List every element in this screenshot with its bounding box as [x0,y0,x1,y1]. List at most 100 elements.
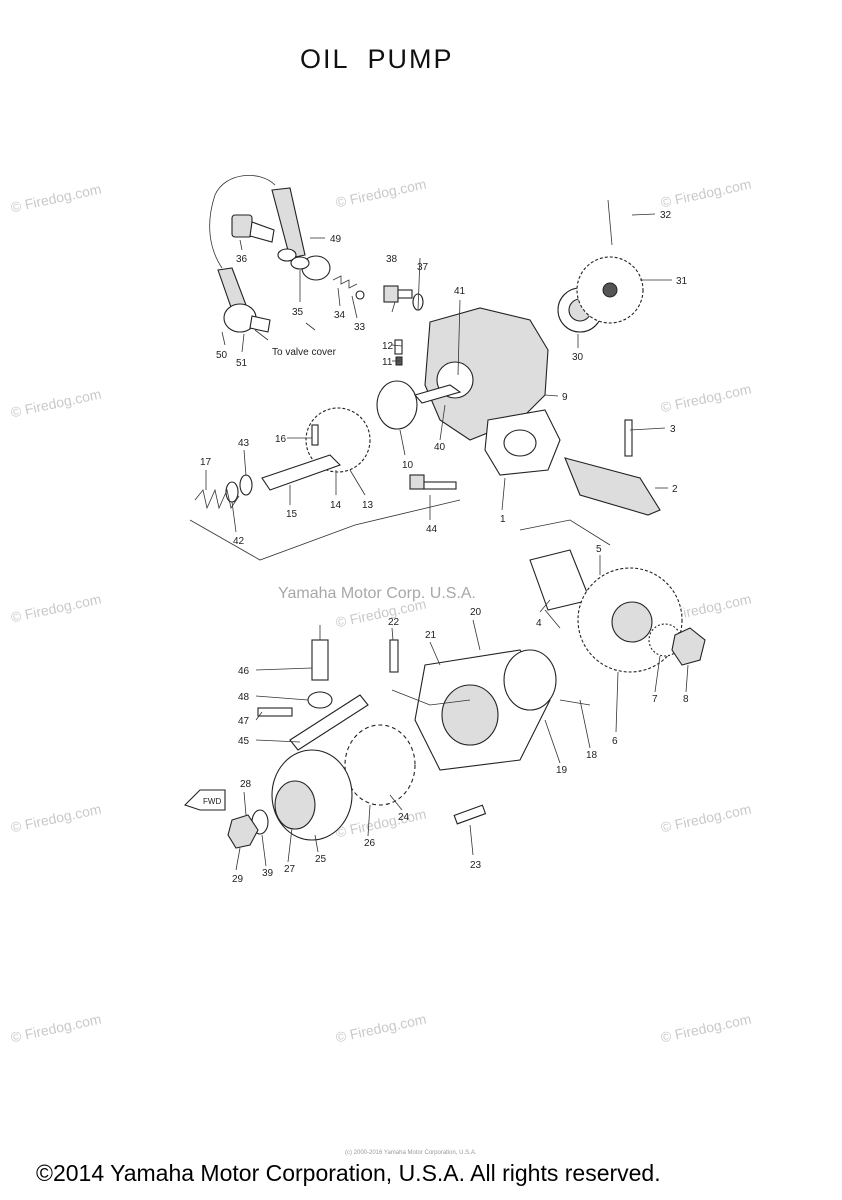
callout-31: 31 [676,276,688,287]
callout-26: 26 [364,838,376,849]
lever-45 [289,694,369,751]
bolt-44-shank [423,481,457,490]
nut-29 [227,814,259,849]
callout-37: 37 [417,262,429,273]
callout-25: 25 [315,854,327,865]
bolt-44 [409,474,425,490]
callout-21: 21 [425,630,437,641]
bolt-23 [453,804,487,825]
callout-14: 14 [330,500,342,511]
callout-17: 17 [200,457,212,468]
bolt-38-shank [397,289,413,299]
callout-49: 49 [330,234,342,245]
bracket-upper [189,499,461,561]
pin-12 [394,339,403,355]
callout-8: 8 [683,694,689,705]
spring-17 [194,488,240,510]
callout-7: 7 [652,694,658,705]
housing-21-boss [441,684,499,746]
callout-34: 34 [334,310,346,321]
callout-4: 4 [536,618,542,629]
shaft-40 [414,384,462,404]
gear-13 [305,407,371,473]
pin-16 [311,424,319,446]
ball-33 [355,290,365,300]
tiny-credit: (c) 2000-2016 Yamaha Motor Corporation, … [345,1150,477,1156]
pin-32 [607,199,613,246]
seal-20 [503,649,557,711]
pin-22 [389,639,399,673]
washer-35a [277,248,297,262]
callout-42: 42 [233,536,245,547]
callout-50: 50 [216,350,228,361]
callout-47: 47 [238,716,250,727]
valve-cover-annotation: To valve cover [272,347,337,358]
callout-labels: 1 2 3 4 5 6 7 8 9 10 11 12 13 14 15 16 1… [200,210,689,885]
callout-24: 24 [398,812,410,823]
cover-1-bore [503,429,537,457]
callout-32: 32 [660,210,672,221]
callout-16: 16 [275,434,287,445]
callout-27: 27 [284,864,296,875]
callout-41: 41 [454,286,466,297]
callout-3: 3 [670,424,676,435]
rotor-10 [376,380,418,430]
callout-1: 1 [500,514,506,525]
fitting-thread-51 [249,315,271,333]
bolt-38 [383,285,399,303]
callout-30: 30 [572,352,584,363]
copyright-footer: ©2014 Yamaha Motor Corporation, U.S.A. A… [36,1160,661,1186]
page-title: OIL PUMP [300,44,454,74]
callout-38: 38 [386,254,398,265]
union-bolt-head-36 [231,214,253,238]
exploded-parts-diagram: FWD To valve cover 1 2 3 4 5 6 7 8 9 10 … [183,175,706,885]
bushing-48 [307,691,333,709]
callout-33: 33 [354,322,366,333]
callout-19: 19 [556,765,568,776]
spring-24 [344,724,416,806]
watermark-corp: Yamaha Motor Corp. U.S.A. [278,585,476,602]
callout-48: 48 [238,692,250,703]
callout-12: 12 [382,341,394,352]
callout-20: 20 [470,607,482,618]
bracket-lower [544,609,561,629]
shaft-2 [564,457,661,516]
pin-3 [624,419,633,457]
callout-44: 44 [426,524,438,535]
callout-9: 9 [562,392,568,403]
oil-hose [209,175,276,269]
callout-15: 15 [286,509,298,520]
shaft-15 [261,454,342,491]
callout-46: 46 [238,666,250,677]
callout-35: 35 [292,307,304,318]
pump-housing-9 [424,307,549,441]
callout-40: 40 [434,442,446,453]
callout-11: 11 [382,357,393,368]
callout-29: 29 [232,874,244,885]
callout-43: 43 [238,438,250,449]
callout-10: 10 [402,460,414,471]
callout-28: 28 [240,779,252,790]
callout-51: 51 [236,358,248,369]
callout-18: 18 [586,750,598,761]
nut-8 [671,627,706,666]
banjo-pipe-49 [271,187,306,259]
callout-23: 23 [470,860,482,871]
circlip-43 [239,474,253,496]
callout-6: 6 [612,736,618,747]
callout-36: 36 [236,254,248,265]
spring-34 [332,275,358,289]
callout-5: 5 [596,544,602,555]
bracket-right [519,519,611,546]
collar-27 [274,780,316,830]
union-bolt-thread-36 [249,221,275,243]
fwd-arrow-icon [183,789,226,811]
callout-39: 39 [262,868,274,879]
callout-leaders [205,213,689,871]
callout-45: 45 [238,736,250,747]
callout-2: 2 [672,484,678,495]
callout-13: 13 [362,500,374,511]
shaft-4 [529,549,591,611]
bolt-46 [311,639,329,681]
washer-35b [290,256,310,270]
